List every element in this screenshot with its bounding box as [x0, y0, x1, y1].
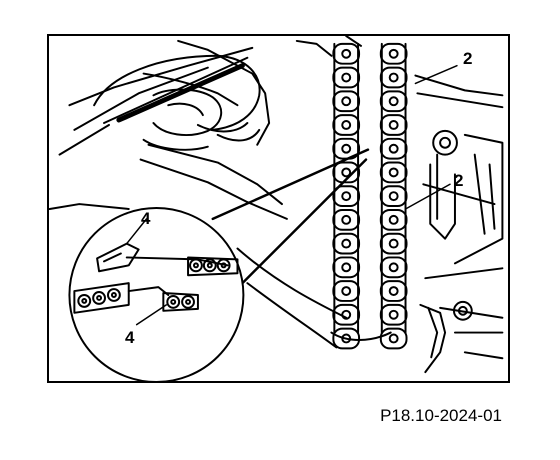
engine-housing: [49, 36, 504, 360]
chain-link: [332, 280, 361, 302]
callout-label-2-upper: 2: [463, 49, 473, 68]
timing-chain-right-strand: [379, 42, 408, 350]
chain-link: [388, 238, 399, 249]
chain-link: [332, 42, 361, 65]
chain-link: [341, 167, 352, 178]
chain-link: [388, 48, 399, 59]
chain-link: [332, 161, 361, 184]
chain-tensioner: [419, 129, 473, 374]
chain-link: [332, 90, 361, 113]
chain-link: [388, 262, 399, 273]
chain-link: [379, 137, 408, 160]
timing-chain-left-strand: [332, 42, 361, 350]
callout-label-2-lower: 2: [454, 171, 464, 190]
chain-link: [388, 214, 399, 225]
chain-link: [388, 333, 399, 344]
chain-link: [388, 120, 399, 130]
chain-link: [379, 280, 408, 302]
chain-link: [388, 191, 399, 202]
chain-link: [341, 72, 352, 83]
detail-chain-link-upper: [96, 242, 239, 277]
chain-link: [379, 161, 408, 184]
chain-link: [388, 96, 399, 107]
chain-link: [341, 262, 352, 273]
callout-leaders-2: [404, 64, 458, 210]
chain-link: [332, 256, 361, 279]
chain-link: [388, 72, 399, 83]
magnified-detail-circle: [68, 207, 245, 381]
chain-link: [341, 48, 352, 59]
chain-link: [379, 66, 408, 89]
chain-link: [379, 232, 408, 255]
figure-frame: 2 2 4 4: [47, 34, 510, 383]
chain-link: [379, 185, 408, 208]
chain-link: [332, 114, 361, 136]
chain-link: [379, 208, 408, 231]
chain-link: [379, 114, 408, 136]
callout-label-4-lower: 4: [125, 328, 135, 347]
chain-link: [341, 309, 352, 320]
chain-link: [388, 286, 399, 296]
chain-link: [388, 309, 399, 320]
chain-link: [332, 185, 361, 208]
chain-link: [379, 42, 408, 65]
chain-link: [341, 96, 352, 107]
chain-link: [332, 66, 361, 89]
chain-link: [341, 286, 352, 296]
detail-chain-link-lower: [73, 282, 199, 314]
figure-reference-id: P18.10-2024-01: [380, 406, 502, 425]
chain-link: [388, 143, 399, 154]
engine-timing-chain-illustration: [49, 36, 504, 381]
chain-link: [332, 303, 361, 326]
chain-link: [341, 214, 352, 225]
chain-link: [341, 120, 352, 130]
chain-link: [341, 238, 352, 249]
chain-link: [379, 327, 408, 350]
chain-link: [388, 167, 399, 178]
chain-link: [379, 303, 408, 326]
hand-holding-tool: [93, 54, 261, 151]
detail-leader-lines: [126, 218, 168, 326]
chain-link: [332, 327, 361, 350]
chain-link: [332, 232, 361, 255]
magnifier-connector: [211, 148, 370, 290]
chain-link: [379, 90, 408, 113]
callout-label-4-upper: 4: [141, 209, 151, 228]
chain-link: [341, 143, 352, 154]
timing-chain: [330, 42, 408, 350]
chain-link: [332, 208, 361, 231]
chain-link: [341, 191, 352, 202]
chain-link: [379, 256, 408, 279]
